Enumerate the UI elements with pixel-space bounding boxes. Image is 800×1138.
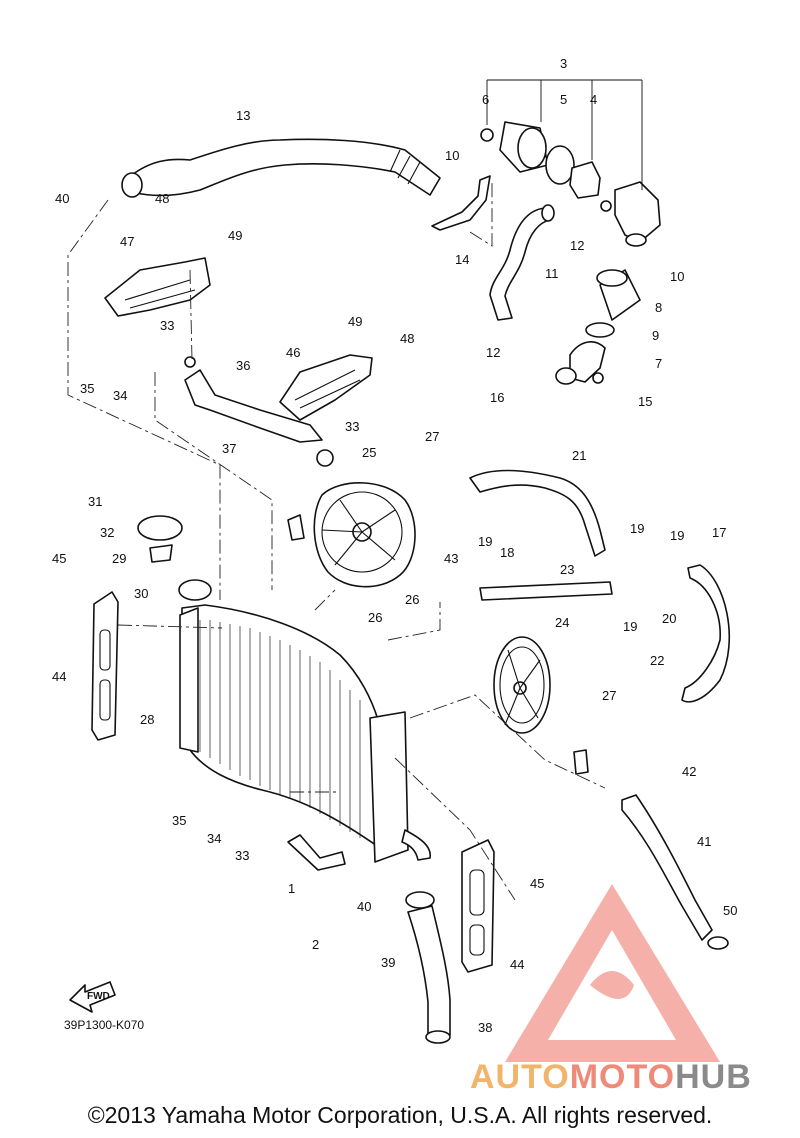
radiator-bracket (184, 369, 323, 443)
callout-13: 13 (236, 108, 250, 123)
callout-20: 20 (662, 611, 676, 626)
watermark-hub: HUB (675, 1058, 752, 1096)
callout-8: 8 (655, 300, 662, 315)
callout-16: 16 (490, 390, 504, 405)
callout-35b: 35 (172, 813, 186, 828)
callout-10: 10 (445, 148, 459, 163)
callout-33b: 33 (345, 419, 359, 434)
callout-46: 46 (286, 345, 300, 360)
radiator-cap (137, 515, 183, 541)
bracket (431, 175, 491, 231)
callout-39: 39 (381, 955, 395, 970)
callout-27: 27 (425, 429, 439, 444)
callout-6: 6 (482, 92, 489, 107)
callout-24: 24 (555, 615, 569, 630)
radiator-core (178, 579, 431, 863)
callout-10b: 10 (670, 269, 684, 284)
callout-32: 32 (100, 525, 114, 540)
callout-19c: 19 (478, 534, 492, 549)
callout-labels: 3 6 5 4 13 10 40 48 12 49 47 14 11 10 8 … (52, 56, 737, 1035)
callout-45b: 45 (530, 876, 544, 891)
callout-41: 41 (697, 834, 711, 849)
diagram-code: 39P1300-K070 (64, 1018, 145, 1032)
callout-28: 28 (140, 712, 154, 727)
callout-49b: 49 (348, 314, 362, 329)
callout-36: 36 (236, 358, 250, 373)
callout-2: 2 (312, 937, 319, 952)
callout-37: 37 (222, 441, 236, 456)
callout-31: 31 (88, 494, 102, 509)
callout-33: 33 (160, 318, 174, 333)
thermostat-outlet-hose (555, 269, 641, 385)
callout-34b: 34 (207, 831, 221, 846)
watermark-auto: AUTO (470, 1058, 570, 1096)
breather-pipe (479, 581, 613, 601)
callout-44: 44 (52, 669, 66, 684)
cooling-fan-upper (287, 482, 416, 588)
callout-19: 19 (630, 521, 644, 536)
callout-29: 29 (112, 551, 126, 566)
callout-33c: 33 (235, 848, 249, 863)
callout-1: 1 (288, 881, 295, 896)
overflow-hose (681, 564, 731, 703)
callout-17: 17 (712, 525, 726, 540)
callout-45: 45 (52, 551, 66, 566)
callout-30: 30 (134, 586, 148, 601)
cooling-fan-lower (493, 636, 589, 775)
callout-43: 43 (444, 551, 458, 566)
callout-48: 48 (155, 191, 169, 206)
callout-5: 5 (560, 92, 567, 107)
callout-14: 14 (455, 252, 469, 267)
lower-bracket (287, 834, 346, 871)
callout-18: 18 (500, 545, 514, 560)
callout-4: 4 (590, 92, 597, 107)
fan-shroud-hose (469, 469, 606, 557)
callout-26b: 26 (368, 610, 382, 625)
thermostat-assembly (480, 121, 661, 247)
radiator-cover-right (279, 354, 373, 421)
radiator-side-cover-left (91, 591, 119, 741)
callout-47: 47 (120, 234, 134, 249)
radiator-outlet-hose (407, 905, 451, 1038)
callout-19b: 19 (670, 528, 684, 543)
callout-35: 35 (80, 381, 94, 396)
callout-15: 15 (638, 394, 652, 409)
radiator-side-cover-right (461, 839, 495, 973)
callout-7: 7 (655, 356, 662, 371)
watermark-moto: MOTO (569, 1058, 676, 1096)
callout-50: 50 (723, 903, 737, 918)
watermark-logo (505, 884, 720, 1062)
callout-12: 12 (570, 238, 584, 253)
callout-21: 21 (572, 448, 586, 463)
fwd-arrow-icon: FWD (69, 981, 116, 1013)
bypass-hose (489, 204, 555, 321)
upper-radiator-hose (121, 138, 441, 198)
callout-44b: 44 (510, 957, 524, 972)
callout-49: 49 (228, 228, 242, 243)
callout-40b: 40 (357, 899, 371, 914)
fwd-label: FWD (87, 991, 110, 1002)
callout-27b: 27 (602, 688, 616, 703)
callout-42: 42 (682, 764, 696, 779)
callout-34: 34 (113, 388, 127, 403)
callout-26: 26 (405, 592, 419, 607)
callout-11: 11 (545, 266, 559, 281)
callout-40: 40 (55, 191, 69, 206)
callout-23: 23 (560, 562, 574, 577)
lower-hose (621, 794, 713, 941)
callout-9: 9 (652, 328, 659, 343)
callout-22: 22 (650, 653, 664, 668)
callout-25: 25 (362, 445, 376, 460)
watermark-text: AUTOMOTOHUB (470, 1058, 752, 1097)
callout-12b: 12 (486, 345, 500, 360)
callout-19d: 19 (623, 619, 637, 634)
radiator-cover-left (104, 257, 211, 317)
callout-38: 38 (478, 1020, 492, 1035)
copyright-notice: ©2013 Yamaha Motor Corporation, U.S.A. A… (87, 1102, 713, 1128)
callout-3: 3 (560, 56, 567, 71)
callout-48b: 48 (400, 331, 414, 346)
